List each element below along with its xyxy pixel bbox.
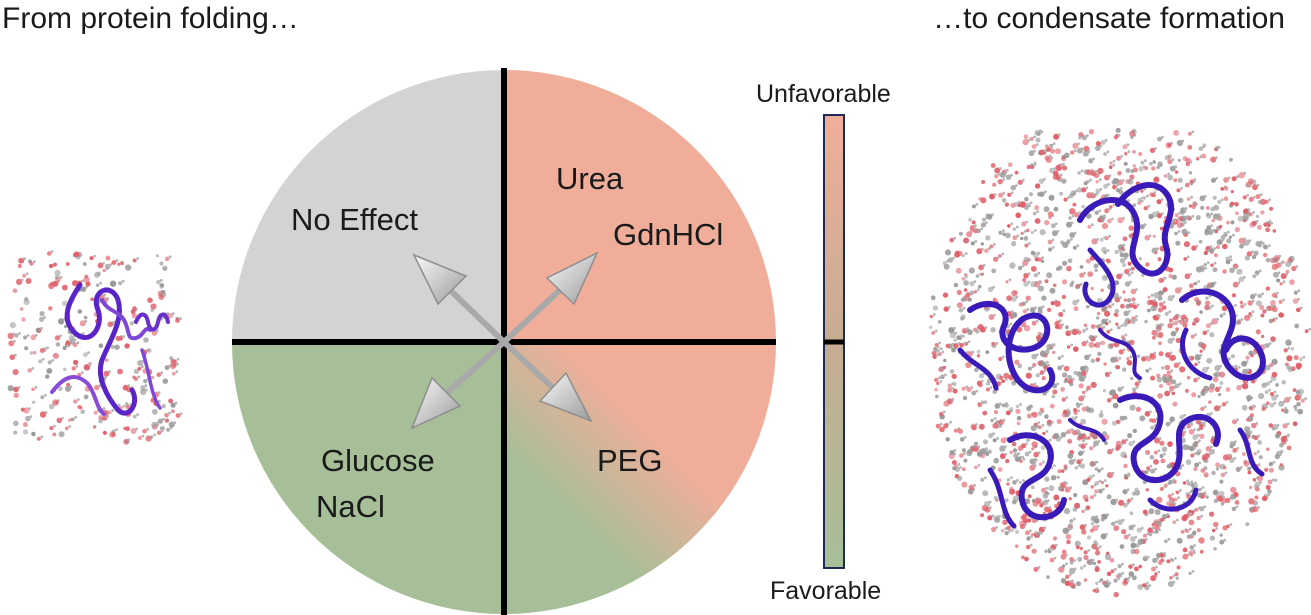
scale-label-favorable: Favorable bbox=[770, 577, 882, 605]
left-header: From protein folding… bbox=[2, 2, 299, 35]
label-gdnhcl: GdnHCl bbox=[613, 217, 724, 252]
protein-condensate-illustration bbox=[929, 127, 1311, 598]
label-glucose: Glucose bbox=[321, 443, 435, 478]
label-peg: PEG bbox=[597, 443, 663, 478]
arrow-no-effect-icon bbox=[412, 253, 507, 345]
scale-label-unfavorable: Unfavorable bbox=[756, 80, 891, 108]
arrows bbox=[410, 251, 599, 430]
protein-monomer-illustration bbox=[7, 250, 183, 445]
arrow-denaturant-icon bbox=[501, 251, 599, 345]
label-nacl: NaCl bbox=[316, 489, 385, 524]
right-header: …to condensate formation bbox=[933, 2, 1285, 35]
arrow-crowder-icon bbox=[501, 339, 593, 423]
label-urea: Urea bbox=[556, 161, 624, 196]
arrow-stabilizer-icon bbox=[410, 339, 507, 430]
label-no-effect: No Effect bbox=[291, 202, 418, 237]
